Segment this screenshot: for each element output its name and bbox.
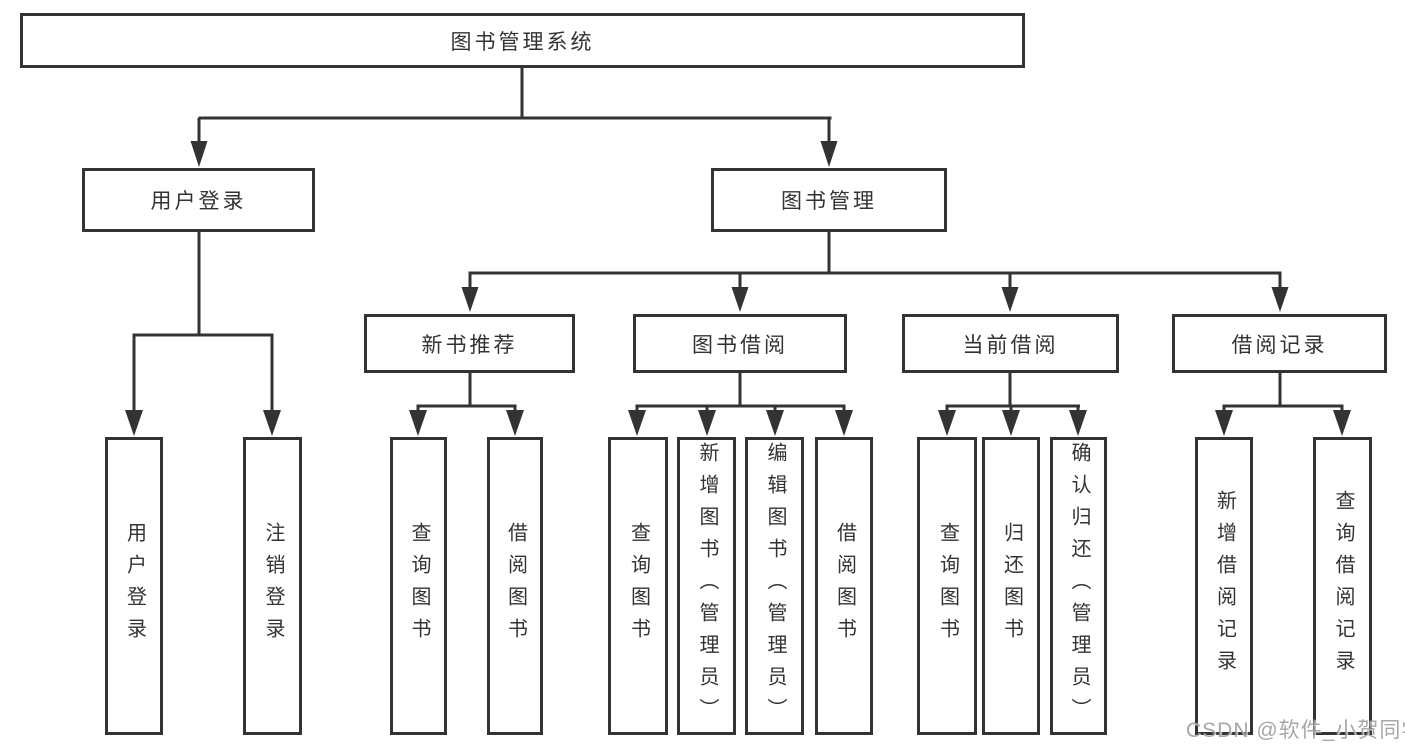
arrowhead-leaf-query-book-current	[938, 410, 956, 436]
leaf-query-book-current: 查询图书	[917, 437, 977, 735]
arrowhead-leaf-borrow-book-borrow	[835, 410, 853, 436]
node-user-login: 用户登录	[82, 168, 315, 232]
arrowhead-leaf-borrow-book-recommend	[506, 410, 524, 436]
leaf-query-book-borrow-label: 查询图书	[627, 522, 650, 650]
node-user-login-label: 用户登录	[150, 190, 247, 213]
node-borrow-records-label: 借阅记录	[1231, 333, 1328, 357]
leaf-add-borrow-record-label: 新增借阅记录	[1213, 490, 1236, 682]
leaf-edit-book-admin-label: 编辑图书（管理员）	[764, 442, 786, 730]
leaf-borrow-book-recommend: 借阅图书	[487, 437, 543, 735]
node-book-management-label: 图书管理	[781, 190, 877, 213]
arrowhead-leaf-add-book-admin	[698, 410, 716, 436]
leaf-add-book-admin: 新增图书（管理员）	[677, 437, 736, 735]
arrowhead-leaf-add-borrow-record	[1215, 410, 1233, 436]
leaf-query-borrow-record-label: 查询借阅记录	[1332, 490, 1354, 682]
arrowhead-book-borrow	[731, 287, 749, 312]
node-new-book-recommend-label: 新书推荐	[421, 333, 518, 357]
leaf-add-borrow-record: 新增借阅记录	[1195, 437, 1253, 735]
leaf-logout: 注销登录	[243, 437, 302, 735]
csdn-watermark: CSDN @软件_小贺同学	[1186, 719, 1405, 742]
leaf-confirm-return-admin-label: 确认归还（管理员）	[1068, 442, 1090, 730]
node-root-label: 图书管理系统	[450, 30, 595, 54]
leaf-query-book-recommend-label: 查询图书	[408, 522, 430, 650]
leaf-borrow-book-borrow: 借阅图书	[815, 437, 873, 735]
leaf-query-book-current-label: 查询图书	[936, 522, 959, 650]
arrowhead-current-borrow	[1001, 287, 1019, 312]
arrowhead-book-management	[820, 141, 838, 167]
arrowhead-borrow-records	[1271, 287, 1289, 312]
leaf-query-book-borrow: 查询图书	[608, 437, 668, 735]
arrowhead-leaf-query-book-borrow	[628, 410, 646, 436]
leaf-user-login: 用户登录	[105, 437, 163, 735]
leaf-borrow-book-recommend-label: 借阅图书	[504, 522, 527, 650]
arrowhead-leaf-user-login	[125, 410, 143, 436]
leaf-logout-label: 注销登录	[262, 522, 284, 650]
node-book-management: 图书管理	[711, 168, 947, 232]
arrowhead-leaf-return-book	[1002, 410, 1020, 436]
leaf-query-book-recommend: 查询图书	[390, 437, 447, 735]
leaf-add-book-admin-label: 新增图书（管理员）	[696, 442, 718, 730]
arrowhead-leaf-query-borrow-record	[1333, 410, 1351, 436]
arrowhead-user-login	[190, 141, 208, 167]
node-book-borrow: 图书借阅	[633, 314, 847, 373]
node-borrow-records: 借阅记录	[1172, 314, 1387, 373]
leaf-return-book-label: 归还图书	[1000, 522, 1023, 650]
leaf-confirm-return-admin: 确认归还（管理员）	[1050, 437, 1107, 735]
arrowhead-leaf-query-book-recommend	[409, 410, 427, 436]
arrowhead-leaf-edit-book-admin	[766, 410, 784, 436]
arrowhead-leaf-confirm-return-admin	[1069, 410, 1087, 436]
leaf-borrow-book-borrow-label: 借阅图书	[833, 522, 856, 650]
leaf-query-borrow-record: 查询借阅记录	[1313, 437, 1372, 735]
arrowhead-leaf-logout	[263, 410, 281, 436]
leaf-user-login-label: 用户登录	[123, 522, 146, 650]
leaf-return-book: 归还图书	[982, 437, 1040, 735]
node-new-book-recommend: 新书推荐	[364, 314, 575, 373]
node-current-borrow-label: 当前借阅	[962, 333, 1059, 357]
leaf-edit-book-admin: 编辑图书（管理员）	[745, 437, 804, 735]
node-root: 图书管理系统	[20, 13, 1025, 68]
node-current-borrow: 当前借阅	[902, 314, 1119, 373]
arrowhead-new-book-recommend	[461, 287, 479, 312]
node-book-borrow-label: 图书借阅	[692, 333, 788, 357]
